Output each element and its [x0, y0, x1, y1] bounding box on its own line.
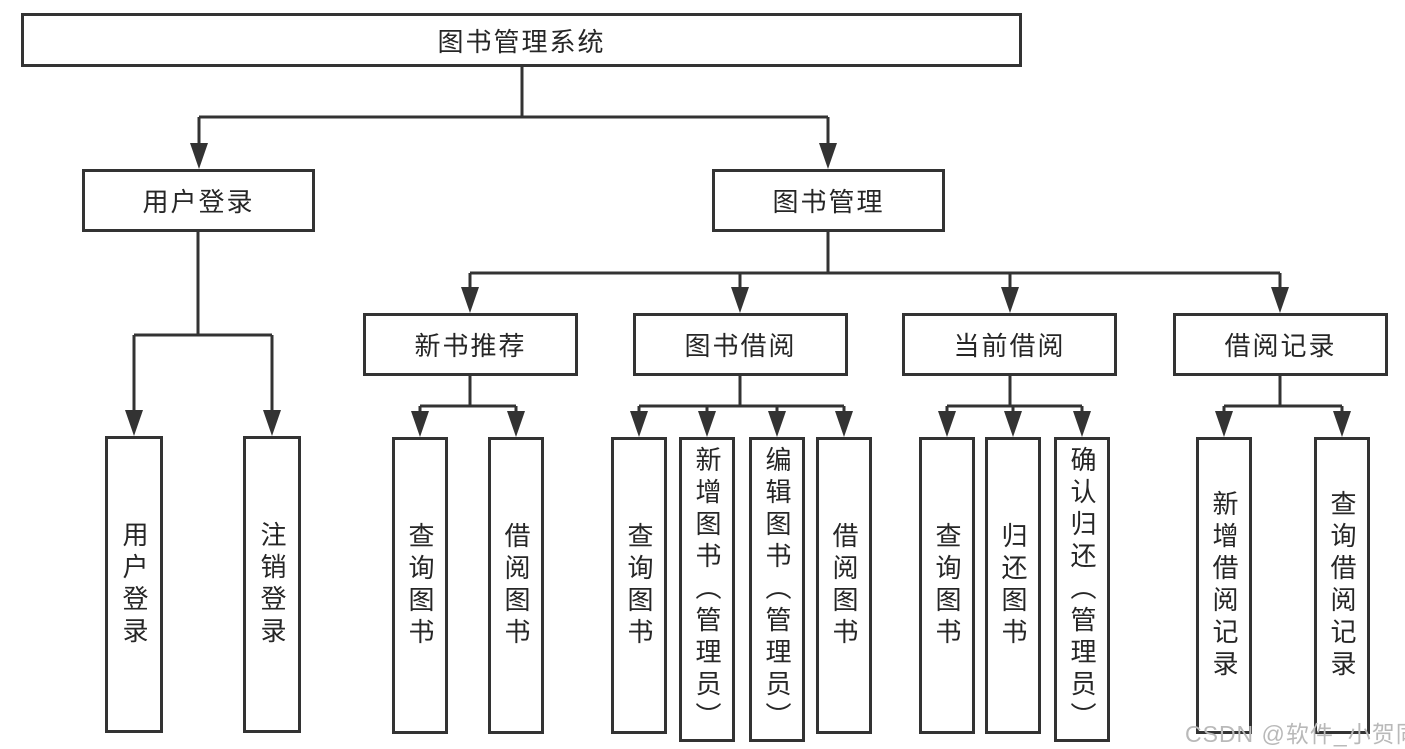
leaf-borrow-books-borrowing: 借阅图书 — [816, 437, 872, 734]
leaf-borrow-books-borrowing-label: 借阅图书 — [829, 521, 859, 650]
leaf-edit-book-admin-label: 编辑图书（管理员） — [762, 445, 792, 734]
node-book-management: 图书管理 — [712, 169, 945, 232]
leaf-confirm-return-admin-label: 确认归还（管理员） — [1067, 445, 1097, 734]
node-book-borrowing-label: 图书借阅 — [684, 331, 797, 361]
node-new-book-recommend-label: 新书推荐 — [414, 331, 527, 361]
leaf-return-books-label: 归还图书 — [998, 521, 1028, 650]
leaf-query-books-borrowing-label: 查询图书 — [624, 521, 654, 650]
node-new-book-recommend: 新书推荐 — [363, 313, 578, 376]
leaf-add-book-admin-label: 新增图书（管理员） — [692, 445, 722, 734]
node-current-borrowing: 当前借阅 — [902, 313, 1117, 376]
root-node-library-system: 图书管理系统 — [21, 13, 1022, 67]
node-book-management-label: 图书管理 — [772, 187, 885, 217]
root-node-label: 图书管理系统 — [437, 26, 606, 57]
node-user-login-label: 用户登录 — [142, 187, 255, 217]
node-user-login: 用户登录 — [82, 169, 315, 232]
leaf-edit-book-admin: 编辑图书（管理员） — [749, 437, 805, 742]
leaf-query-books-current-label: 查询图书 — [932, 521, 962, 650]
leaf-borrow-books-recommend-label: 借阅图书 — [501, 521, 531, 650]
leaf-user-login: 用户登录 — [105, 436, 163, 733]
node-borrowing-records-label: 借阅记录 — [1224, 331, 1337, 361]
node-book-borrowing: 图书借阅 — [633, 313, 848, 376]
leaf-confirm-return-admin: 确认归还（管理员） — [1054, 437, 1110, 742]
leaf-query-borrow-record-label: 查询借阅记录 — [1327, 489, 1357, 682]
arrowheads — [125, 143, 1351, 437]
leaf-query-books-borrowing: 查询图书 — [611, 437, 667, 734]
leaf-logout: 注销登录 — [243, 436, 301, 733]
leaf-add-borrow-record-label: 新增借阅记录 — [1209, 489, 1239, 682]
leaf-query-books-recommend: 查询图书 — [392, 437, 448, 734]
leaf-logout-label: 注销登录 — [257, 520, 287, 649]
leaf-return-books: 归还图书 — [985, 437, 1041, 734]
csdn-watermark: CSDN @软件_小贺同学 — [1185, 721, 1405, 747]
node-borrowing-records: 借阅记录 — [1173, 313, 1388, 376]
leaf-user-login-label: 用户登录 — [119, 520, 149, 649]
leaf-add-book-admin: 新增图书（管理员） — [679, 437, 735, 742]
node-current-borrowing-label: 当前借阅 — [953, 331, 1066, 361]
leaf-query-books-current: 查询图书 — [919, 437, 975, 734]
leaf-query-borrow-record: 查询借阅记录 — [1314, 437, 1370, 734]
leaf-borrow-books-recommend: 借阅图书 — [488, 437, 544, 734]
leaf-add-borrow-record: 新增借阅记录 — [1196, 437, 1252, 734]
leaf-query-books-recommend-label: 查询图书 — [405, 521, 435, 650]
